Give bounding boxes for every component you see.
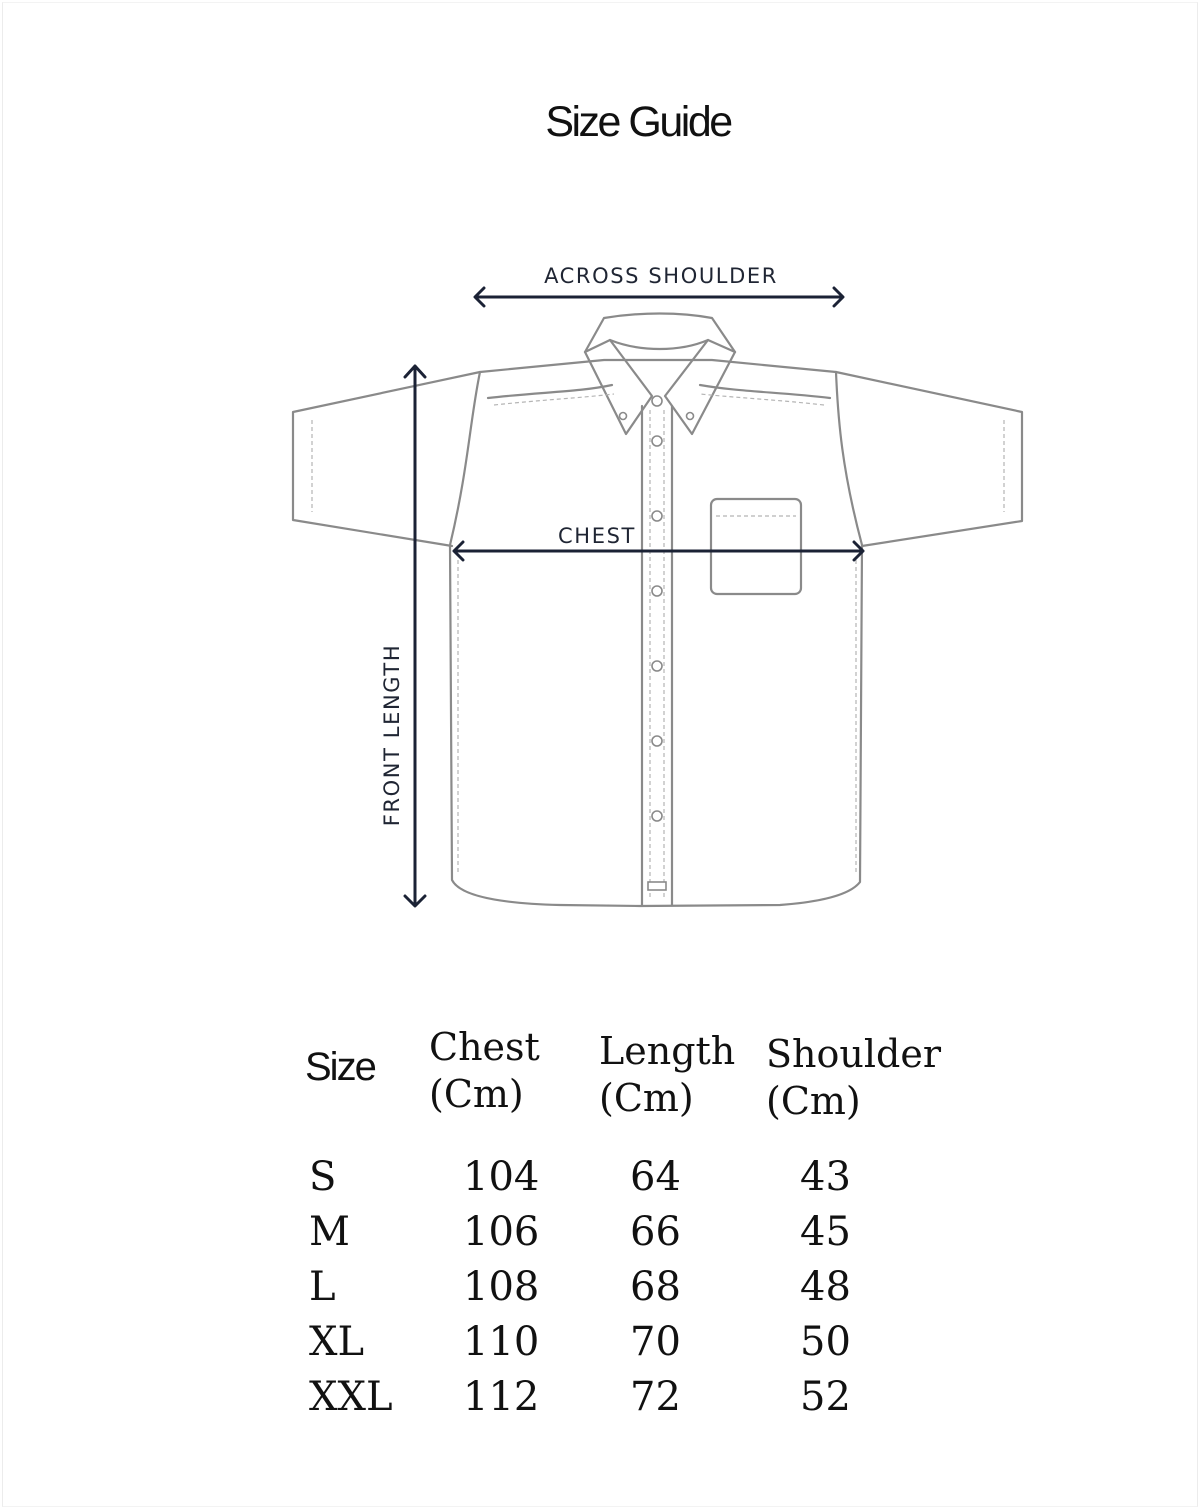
table-cell-shoulder: 45 [800,1209,851,1255]
across-shoulder-arrow [473,286,845,308]
table-cell-shoulder: 48 [800,1264,851,1310]
table-cell-size: XXL [309,1374,393,1420]
table-cell-chest: 104 [463,1154,540,1200]
header-shoulder-unit: (Cm) [766,1079,861,1123]
table-cell-chest: 106 [463,1209,540,1255]
shirt-diagram: ACROSS SHOULDER CHEST FRONT LENGTH [291,264,1024,908]
across-shoulder-label: ACROSS SHOULDER [544,264,778,288]
shirt-body [448,358,864,908]
header-shoulder: Shoulder [766,1032,941,1076]
table-cell-length: 66 [630,1209,681,1255]
table-cell-length: 72 [630,1374,681,1420]
table-cell-chest: 110 [463,1319,540,1365]
table-cell-chest: 108 [463,1264,540,1310]
shirt-right-sleeve [834,370,1024,548]
shirt-pocket [709,497,803,596]
header-length: Length [599,1029,736,1073]
front-length-arrow [403,364,427,908]
table-cell-shoulder: 52 [800,1374,851,1420]
shirt-outline [291,312,1024,908]
table-cell-length: 64 [630,1154,681,1200]
front-length-label: FRONT LENGTH [380,644,404,826]
table-cell-shoulder: 43 [800,1154,851,1200]
header-size: Size [305,1045,377,1089]
shirt-left-sleeve [291,370,482,548]
shirt-collar [583,312,737,354]
table-cell-shoulder: 50 [800,1319,851,1365]
table-cell-length: 70 [630,1319,681,1365]
table-cell-size: M [309,1209,350,1255]
table-cell-length: 68 [630,1264,681,1310]
header-chest-unit: (Cm) [429,1072,524,1116]
shirt-buttons [618,395,695,891]
chest-arrow [452,540,865,562]
table-cell-size: XL [309,1319,365,1365]
header-length-unit: (Cm) [599,1076,694,1120]
table-cell-chest: 112 [463,1374,540,1420]
page-title: Size Guide [545,98,733,146]
chest-label: CHEST [558,524,636,548]
header-chest: Chest [429,1025,540,1069]
table-cell-size: L [309,1264,336,1310]
table-cell-size: S [309,1154,337,1200]
measurement-arrows [403,286,865,908]
